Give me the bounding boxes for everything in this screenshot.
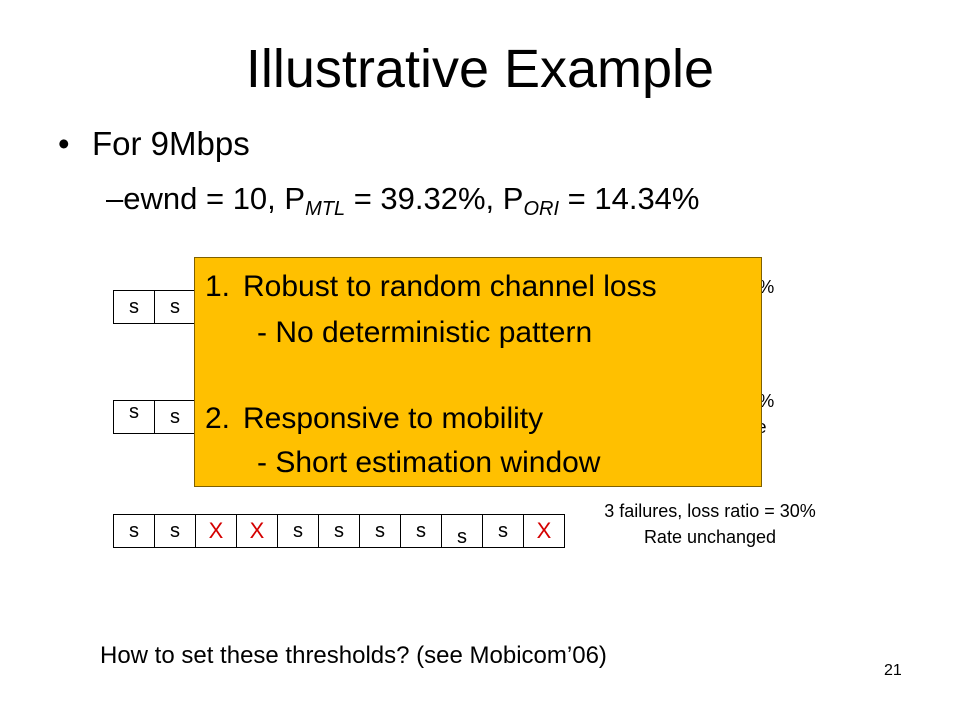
row-2-cell: s — [113, 400, 155, 434]
row-3-cell: s — [482, 514, 524, 548]
row-3-cell-failure: X — [523, 514, 565, 548]
callout-item-2-detail: - Short estimation window — [257, 446, 601, 479]
row-3-note: 3 failures, loss ratio = 30% Rate unchan… — [560, 498, 860, 550]
callout-item-1-detail: - No deterministic pattern — [257, 316, 593, 349]
callout-item-1-number: 1. — [205, 270, 231, 303]
sub-bullet-dash: – — [106, 181, 124, 216]
bullet-text: For 9Mbps — [92, 125, 250, 162]
row-3-note-line-1: 3 failures, loss ratio = 30% — [604, 501, 816, 521]
row-3-note-line-2: Rate unchanged — [643, 527, 777, 547]
callout-item-2-number: 2. — [205, 402, 231, 435]
row-3-cell-failure: X — [195, 514, 237, 548]
page-number: 21 — [884, 662, 902, 679]
row-3-cell: s — [359, 514, 401, 548]
row-3-cell: s — [400, 514, 442, 548]
row-3-cell: s — [154, 514, 196, 548]
transmission-row-2: s s — [113, 400, 196, 434]
row-1-cell: s — [113, 290, 155, 324]
row-3-cell: s — [113, 514, 155, 548]
subscript-ori: ORI — [523, 198, 560, 220]
sub-bullet: –ewnd = 10, PMTL = 39.32%, PORI = 14.34% — [106, 178, 699, 230]
slide-title: Illustrative Example — [245, 39, 715, 99]
callout-box: 1. Robust to random channel loss - No de… — [194, 257, 762, 487]
bullet-dot-icon: • — [58, 125, 70, 162]
transmission-row-1: s s — [113, 290, 196, 324]
row-3-cell-failure: X — [236, 514, 278, 548]
row-3-cell: s — [277, 514, 319, 548]
row-3-cell: s — [318, 514, 360, 548]
callout-item-1-title: Robust to random channel loss — [243, 270, 657, 303]
row-2-cell: s — [154, 400, 196, 434]
sub-bullet-text-2: = 39.32%, P — [345, 181, 524, 216]
callout-item-2-title: Responsive to mobility — [243, 402, 544, 435]
sub-bullet-text-1: ewnd = 10, P — [123, 181, 306, 216]
subscript-mtl: MTL — [305, 198, 346, 220]
transmission-row-3: s s X X s s s s s s X — [113, 514, 565, 548]
row-1-cell: s — [154, 290, 196, 324]
row-3-cell: s — [441, 514, 483, 548]
bullet-item: • For 9Mbps — [58, 122, 250, 166]
footer-question: How to set these thresholds? (see Mobico… — [100, 642, 607, 669]
sub-bullet-text-3: = 14.34% — [559, 181, 700, 216]
